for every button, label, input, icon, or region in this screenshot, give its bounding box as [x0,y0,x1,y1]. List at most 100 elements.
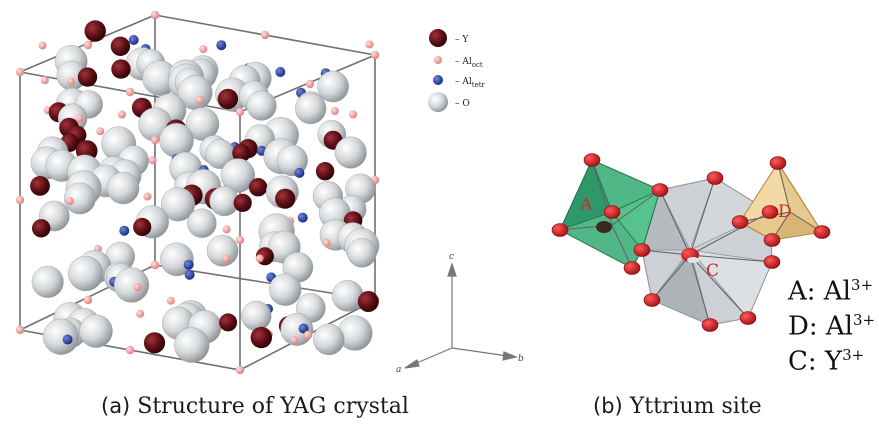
oxygen-ellipsoid [813,225,831,239]
atom-yttrium [219,313,238,332]
atom-oxygen [64,182,96,215]
atom-yttrium [233,193,252,212]
oxygen-ellipsoids [551,153,831,332]
atom-al-octahedral [290,336,299,345]
atom-al-tetrahedral [275,67,286,77]
atom-oxygen [347,237,377,268]
legend-swatch-al-oct [434,56,442,64]
atom-al-octahedral [166,296,175,305]
atom-al-octahedral [38,41,47,50]
atom-al-octahedral [136,309,145,318]
atom-yttrium [77,67,98,87]
atom-al-tetrahedral [62,334,73,345]
atom-yttrium [250,326,272,349]
oxygen-ellipsoid [706,171,724,185]
atom-yttrium [143,332,166,354]
oxygen-ellipsoid [761,205,779,219]
atom-yttrium [84,20,106,42]
oxygen-ellipsoid [583,153,601,167]
legend-label-y: – [455,35,462,45]
atom-oxygen [68,255,104,292]
atom-oxygen [317,70,349,103]
oxygen-ellipsoid [763,255,781,269]
legend: – Y – Aloct – Altetr – O [428,29,486,112]
atom-al-octahedral [96,127,105,136]
atom-yttrium [32,219,51,238]
atom-oxygen [187,208,217,238]
atom-yttrium [275,188,296,209]
ion-label-c: C: Y3+ [788,346,865,377]
atom-al-octahedral [235,235,245,245]
atom-al-octahedral [125,87,135,97]
atom-oxygen [79,314,113,348]
atom-al-octahedral [15,67,25,77]
atom-al-octahedral [222,225,231,234]
atom-oxygen [220,158,256,193]
atom-al-octahedral [117,110,126,119]
atom-oxygen [241,300,272,331]
caption-a: (a) Structure of YAG crystal [101,394,409,419]
atom-yttrium [357,291,379,312]
atom-al-octahedral [349,110,358,119]
atom-al-tetrahedral [128,35,139,45]
atom-al-tetrahedral [183,259,194,270]
atom-yttrium [30,176,50,196]
atom-oxygen [246,90,277,121]
atom-yttrium [133,217,152,237]
atom-yttrium [315,162,335,181]
atom-oxygen [313,323,345,356]
atom-oxygen [295,92,327,125]
atom-oxygen [185,107,220,141]
oxygen-ellipsoid [763,233,781,247]
atom-oxygen [113,267,150,303]
legend-swatch-o [428,92,448,112]
atom-al-octahedral [40,76,49,85]
axis-label-c: c [449,252,454,262]
site-label-a: A [579,195,593,215]
atom-oxygen [31,265,64,298]
atom-al-tetrahedral [297,212,308,223]
atom-oxygen [173,327,210,363]
oxygen-ellipsoid [643,293,661,307]
svg-text:– Aloct: – Aloct [455,57,483,69]
atom-al-octahedral [199,45,208,54]
atom-al-octahedral [235,107,245,117]
caption-b: (b) Yttrium site [593,394,762,419]
oxygen-ellipsoid [651,183,669,197]
atom-al-octahedral [15,195,25,205]
atom-oxygen [331,279,364,312]
svg-text:– Y: – Y [455,35,469,45]
atom-al-octahedral [305,79,315,89]
axis-label-b: b [518,354,524,364]
oxygen-ellipsoid [701,318,719,332]
site-label-d: D [778,202,792,222]
atom-al-octahedral [133,283,142,292]
atom-oxygen [106,171,140,205]
legend-swatch-al-tetr [433,75,443,85]
atom-al-octahedral [83,40,93,50]
oxygen-ellipsoid [739,311,757,325]
oxygen-ellipsoid [603,205,621,219]
atom-oxygen [42,318,80,355]
oxygen-ellipsoid [633,243,651,257]
atom-al-octahedral [150,135,160,145]
crystal-structure [15,10,380,375]
atom-al-octahedral [370,50,380,60]
atom-al-octahedral [322,238,331,247]
atom-al-octahedral [67,77,75,86]
atom-al-tetrahedral [298,323,309,334]
atom-al-octahedral [75,114,84,123]
svg-text:– O: – O [455,99,470,109]
atom-oxygen [160,187,195,222]
oxygen-ellipsoid [769,156,787,170]
atom-oxygen [334,136,367,169]
atom-al-octahedral [83,295,93,305]
atom-oxygen [206,234,239,267]
atom-al-octahedral [15,325,25,335]
atom-al-octahedral [235,365,245,375]
atom-al-tetrahedral [119,225,130,236]
axis-label-a: a [396,365,401,375]
atom-al-octahedral [150,10,160,20]
atom-yttrium [217,88,239,110]
